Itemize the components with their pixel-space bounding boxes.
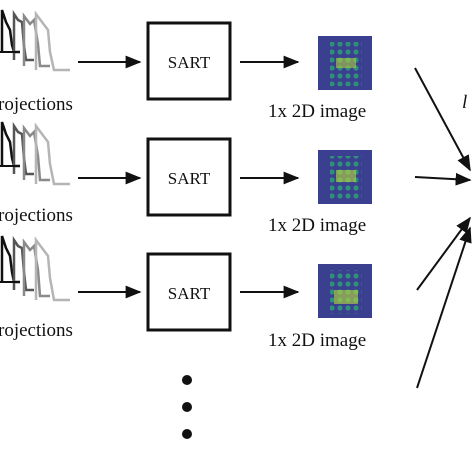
merge-arrow bbox=[414, 67, 471, 172]
sart-label: SART bbox=[168, 284, 211, 303]
pipeline-row-3: rojections SART 1x 2D image bbox=[0, 235, 372, 351]
image-label: 1x 2D image bbox=[268, 215, 366, 236]
projections-plot-icon bbox=[0, 121, 70, 186]
merge-arrow bbox=[414, 172, 472, 186]
sart-label: SART bbox=[168, 53, 211, 72]
reconstructed-image-thumbnail bbox=[318, 36, 372, 90]
projections-plot-icon bbox=[0, 9, 70, 72]
image-label: 1x 2D image bbox=[268, 101, 366, 122]
sart-box bbox=[146, 137, 232, 217]
sart-box bbox=[146, 21, 232, 101]
edge-label: l bbox=[462, 92, 467, 113]
converging-arrows: l bbox=[414, 67, 472, 389]
projections-plot-icon bbox=[0, 235, 70, 302]
projections-label: rojections bbox=[0, 320, 73, 341]
pipeline-row-1: rojections SART 1x 2D image bbox=[0, 9, 372, 122]
image-label: 1x 2D image bbox=[268, 330, 366, 351]
sart-label: SART bbox=[168, 169, 211, 188]
reconstructed-image-thumbnail bbox=[318, 150, 372, 204]
projections-label: rojections bbox=[0, 94, 73, 115]
sart-box bbox=[146, 252, 232, 332]
pipeline-row-2: rojections SART 1x 2D image bbox=[0, 121, 372, 236]
projections-label: rojections bbox=[0, 205, 73, 226]
vertical-ellipsis-icon bbox=[182, 375, 192, 439]
merge-arrow bbox=[416, 226, 472, 389]
reconstructed-image-thumbnail bbox=[318, 264, 372, 318]
